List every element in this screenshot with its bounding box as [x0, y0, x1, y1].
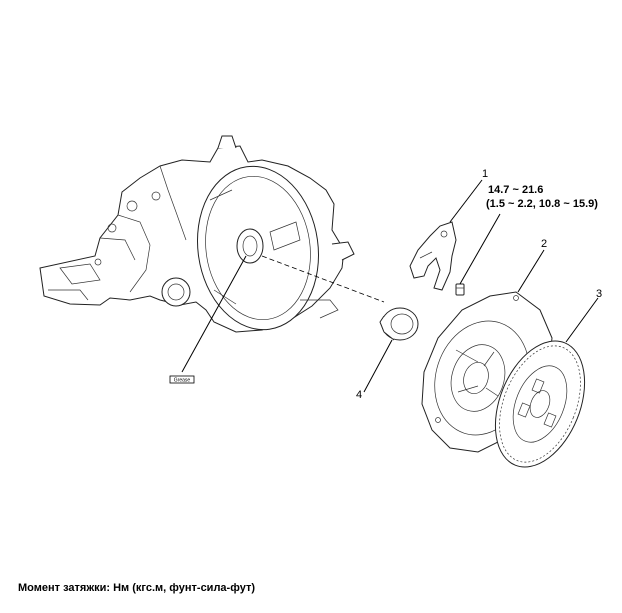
transaxle-housing — [39, 135, 355, 333]
callout-3: 3 — [596, 288, 602, 300]
torque-spec-line-1: 14.7 ~ 21.6 — [488, 184, 543, 196]
torque-units-note: Момент затяжки: Нм (кгс.м, фунт-сила-фут… — [18, 582, 255, 594]
leader-lines — [181, 179, 599, 393]
callout-2: 2 — [541, 238, 547, 250]
clutch-disc — [494, 340, 586, 468]
callout-4: 4 — [356, 389, 362, 401]
release-fork — [409, 221, 457, 291]
callout-1: 1 — [482, 168, 488, 180]
grease-label: Grease — [169, 375, 195, 384]
release-bearing — [379, 307, 419, 341]
alignment-axis — [261, 255, 385, 303]
grease-tag-text: Grease — [174, 378, 191, 384]
torque-spec-line-2: (1.5 ~ 2.2, 10.8 ~ 15.9) — [486, 198, 598, 210]
fork-bolt — [455, 283, 465, 296]
